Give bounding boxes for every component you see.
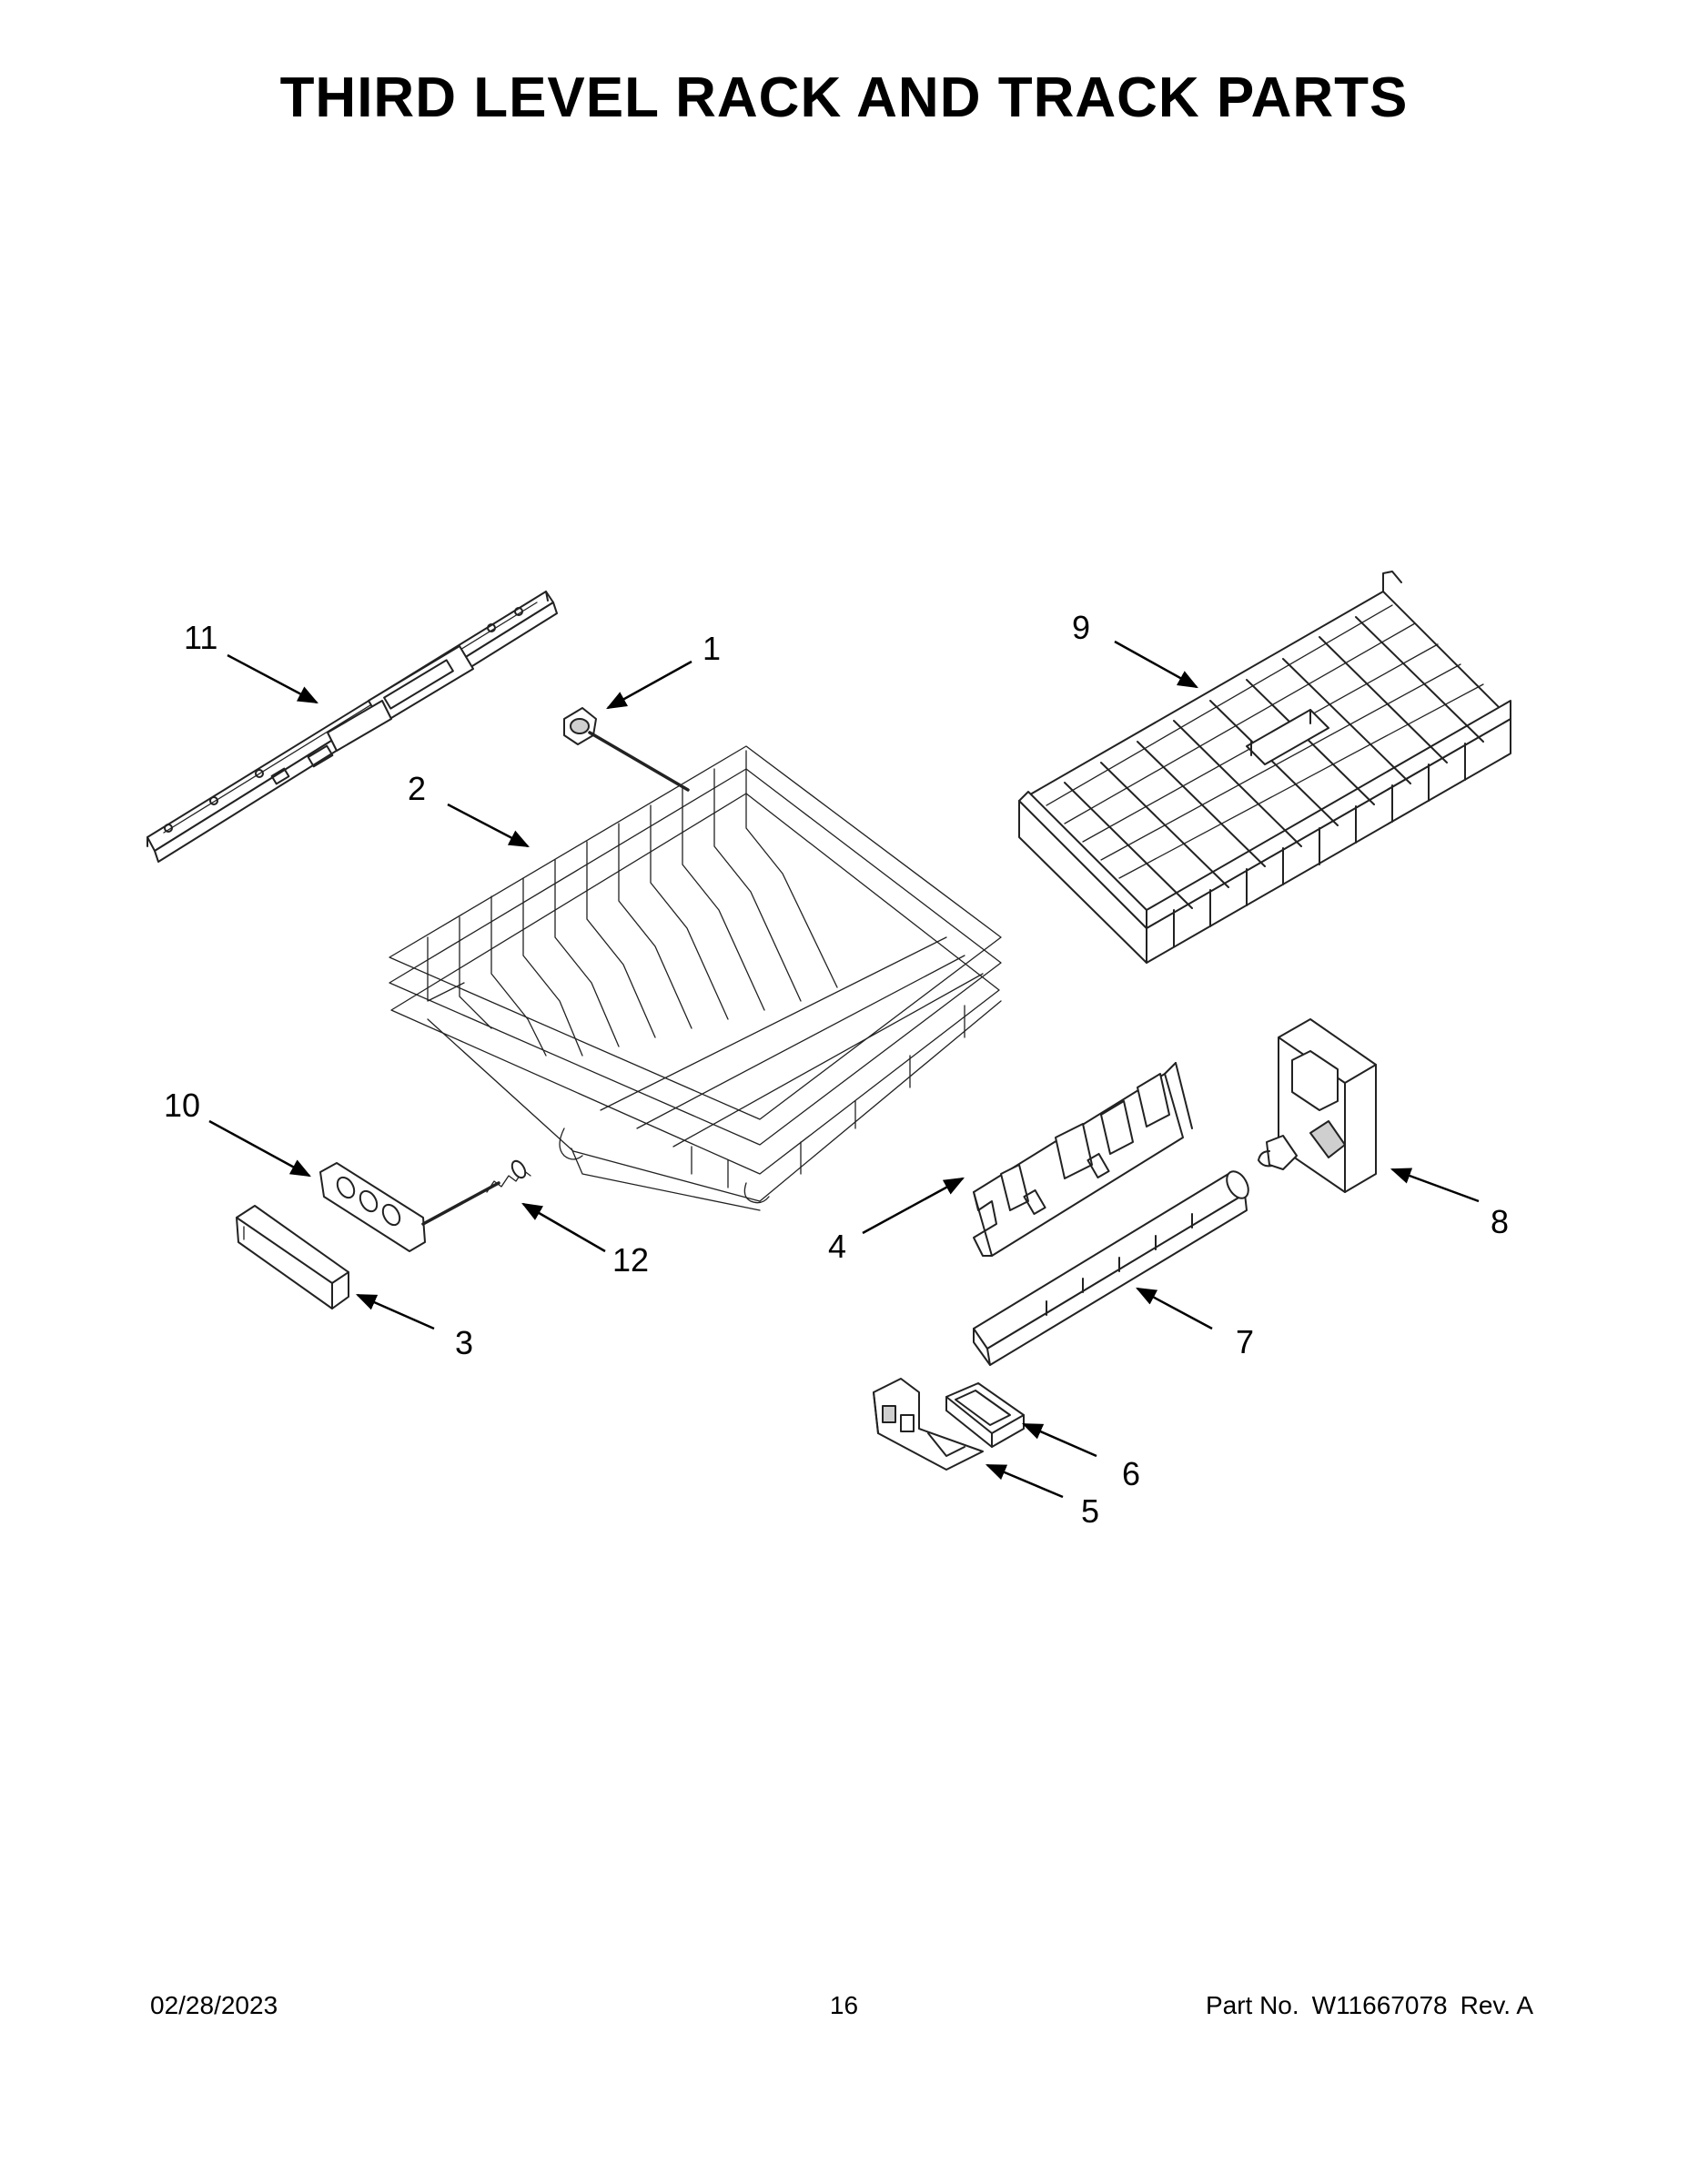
footer-part-info: Part No. W11667078 Rev. A	[1193, 1991, 1533, 2020]
part-8-actuator-housing	[1258, 1018, 1377, 1193]
callout-6: 6	[1122, 1455, 1140, 1492]
page-title: THIRD LEVEL RACK AND TRACK PARTS	[279, 66, 1409, 129]
callout-10: 10	[164, 1087, 200, 1124]
callout-4: 4	[828, 1228, 846, 1265]
callout-8: 8	[1491, 1203, 1509, 1240]
footer-part-label: Part No.	[1205, 1991, 1299, 2019]
callout-7: 7	[1236, 1323, 1254, 1360]
callout-11: 11	[184, 619, 217, 656]
callout-12: 12	[612, 1241, 649, 1279]
callout-arrows	[208, 640, 1480, 1499]
part-3-end-cover	[236, 1205, 349, 1309]
part-10-end-clip	[319, 1162, 500, 1252]
part-7-shaft	[973, 1170, 1249, 1366]
footer-date: 02/28/2023	[150, 1991, 278, 2019]
part-12-spring	[486, 1159, 531, 1193]
callout-5: 5	[1081, 1492, 1099, 1530]
part-11-track-rail	[147, 591, 558, 863]
footer-part-number: W11667078	[1311, 1991, 1448, 2019]
part-1-clip	[563, 707, 690, 792]
part-2-wire-rack	[389, 745, 1002, 1211]
part-4-rack-bracket	[973, 1062, 1193, 1257]
part-9-cutlery-tray	[1018, 571, 1511, 964]
footer-revision: Rev. A	[1460, 1991, 1533, 2019]
callout-2: 2	[408, 770, 426, 807]
callout-1: 1	[702, 630, 721, 667]
footer-page-number: 16	[829, 1991, 859, 2019]
part-6-latch-frame	[945, 1382, 1025, 1448]
part-5-latch-cover	[873, 1378, 984, 1471]
callout-3: 3	[455, 1324, 473, 1361]
callout-9: 9	[1072, 609, 1090, 646]
